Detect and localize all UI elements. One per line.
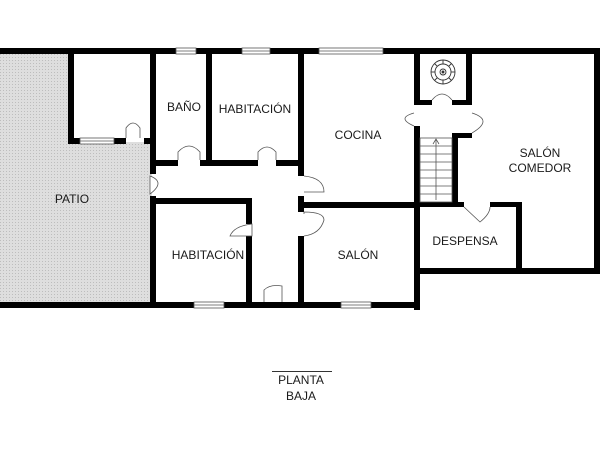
room-label-salon: SALÓN <box>337 248 379 262</box>
room-label-salon-comedor-line1: SALÓN <box>519 146 561 160</box>
room-label-bano: BAÑO <box>166 100 201 114</box>
plan-title-line1: PLANTA <box>278 373 324 387</box>
patio-area <box>0 52 152 304</box>
room-label-habitacion-2: HABITACIÓN <box>171 248 245 262</box>
room-label-habitacion-1: HABITACIÓN <box>218 102 292 116</box>
room-label-despensa: DESPENSA <box>432 234 498 248</box>
plan-title-line2: BAJA <box>285 389 316 403</box>
windows <box>79 47 384 309</box>
doors <box>125 93 491 302</box>
plan-title: PLANTA BAJA <box>270 372 332 404</box>
title-rule <box>272 371 332 372</box>
staircase <box>419 137 453 203</box>
spiral-stair-icon <box>430 59 456 85</box>
room-label-patio: PATIO <box>54 192 90 206</box>
room-label-cocina: COCINA <box>334 128 382 142</box>
room-label-salon-comedor-line2: COMEDOR <box>508 161 572 175</box>
